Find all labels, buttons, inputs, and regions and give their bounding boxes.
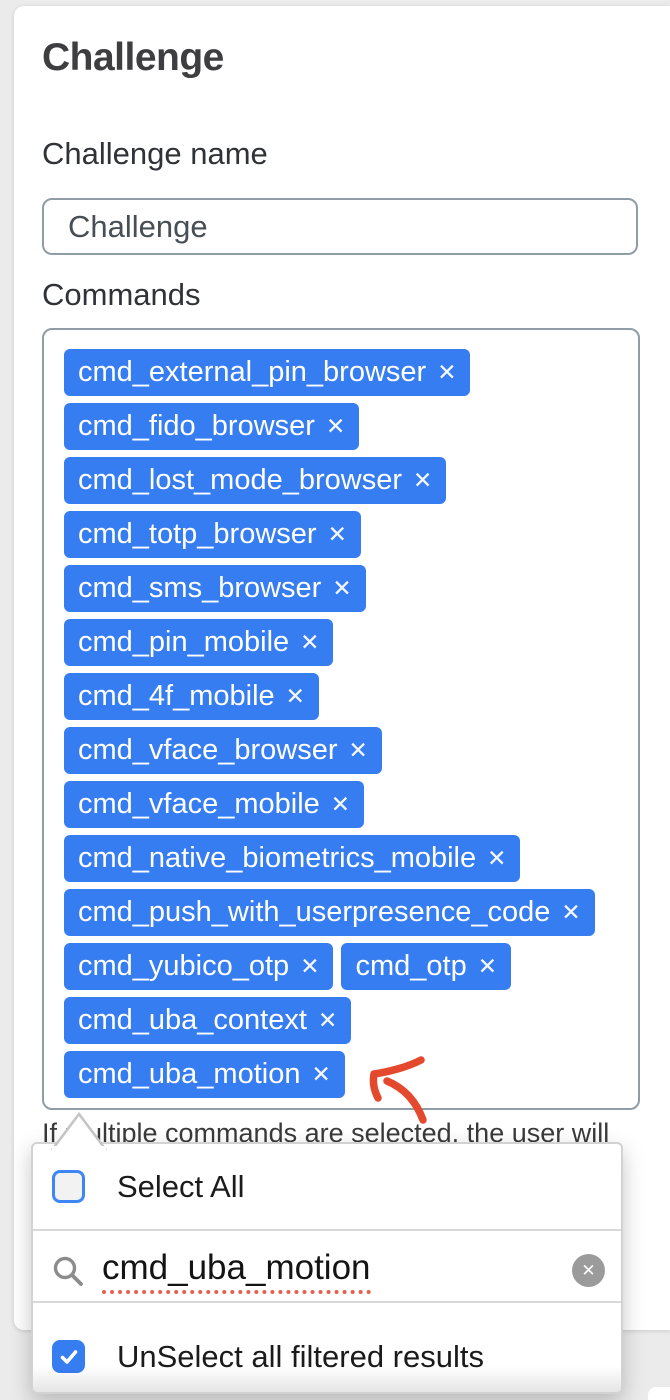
command-chip[interactable]: cmd_pin_mobile ✕ xyxy=(64,619,334,666)
command-chip-label: cmd_sms_browser xyxy=(78,572,322,604)
chip-row: cmd_pin_mobile ✕ xyxy=(64,619,620,666)
unselect-all-filtered-label: UnSelect all filtered results xyxy=(117,1338,484,1374)
command-chip[interactable]: cmd_sms_browser ✕ xyxy=(64,565,366,612)
checkmark-icon xyxy=(60,1349,77,1364)
command-chip[interactable]: cmd_totp_browser ✕ xyxy=(64,511,361,558)
remove-chip-icon[interactable]: ✕ xyxy=(327,521,347,547)
command-chip-label: cmd_uba_motion xyxy=(78,1058,301,1090)
command-chip-label: cmd_pin_mobile xyxy=(78,626,290,658)
challenge-form-card: Challenge Challenge name Commands cmd_ex… xyxy=(14,6,670,1330)
command-chip-label: cmd_vface_browser xyxy=(78,734,338,766)
chip-row: cmd_vface_browser ✕ xyxy=(64,727,620,774)
command-chip-label: cmd_lost_mode_browser xyxy=(78,464,402,496)
chip-row: cmd_uba_motion ✕ xyxy=(64,1051,620,1098)
page-title: Challenge xyxy=(42,36,224,79)
select-all-checkbox[interactable] xyxy=(52,1170,85,1203)
command-chip[interactable]: cmd_lost_mode_browser ✕ xyxy=(64,457,447,504)
unselect-checkbox[interactable] xyxy=(52,1340,85,1373)
challenge-name-label: Challenge name xyxy=(42,136,268,171)
remove-chip-icon[interactable]: ✕ xyxy=(412,467,433,493)
chip-row: cmd_yubico_otp ✕ cmd_otp ✕ xyxy=(64,943,620,990)
command-chip[interactable]: cmd_otp ✕ xyxy=(341,943,511,990)
remove-chip-icon[interactable]: ✕ xyxy=(285,683,305,709)
background-card-fragment xyxy=(648,1387,670,1400)
chip-row: cmd_uba_context ✕ xyxy=(64,997,620,1044)
command-chip-label: cmd_push_with_userpresence_code xyxy=(78,896,551,928)
command-chip-label: cmd_native_biometrics_mobile xyxy=(78,842,477,874)
divider xyxy=(33,1301,621,1303)
search-row[interactable]: cmd_uba_motion ✕ xyxy=(33,1231,621,1301)
command-chip-label: cmd_uba_context xyxy=(78,1004,307,1036)
commands-label: Commands xyxy=(42,277,201,312)
command-chip-label: cmd_otp xyxy=(355,950,467,982)
clear-icon: ✕ xyxy=(581,1260,596,1280)
chip-row: cmd_totp_browser ✕ xyxy=(64,511,620,558)
remove-chip-icon[interactable]: ✕ xyxy=(332,575,352,601)
command-chip[interactable]: cmd_vface_browser ✕ xyxy=(64,727,382,774)
remove-chip-icon[interactable]: ✕ xyxy=(330,791,351,817)
command-chip[interactable]: cmd_uba_context ✕ xyxy=(64,997,352,1044)
remove-chip-icon[interactable]: ✕ xyxy=(317,1007,338,1033)
chip-row: cmd_fido_browser ✕ xyxy=(64,403,620,450)
commands-multiselect[interactable]: cmd_external_pin_browser✕cmd_fido_browse… xyxy=(42,328,640,1110)
command-chip-label: cmd_4f_mobile xyxy=(78,680,275,712)
command-chip[interactable]: cmd_external_pin_browser ✕ xyxy=(64,349,471,396)
remove-chip-icon[interactable]: ✕ xyxy=(325,413,346,439)
command-chip[interactable]: cmd_native_biometrics_mobile ✕ xyxy=(64,835,521,882)
chip-row: cmd_4f_mobile ✕ xyxy=(64,673,620,720)
command-chip-label: cmd_external_pin_browser xyxy=(78,356,427,388)
remove-chip-icon[interactable]: ✕ xyxy=(561,899,581,925)
command-chip[interactable]: cmd_uba_motion ✕ xyxy=(64,1051,345,1098)
command-chip-label: cmd_vface_mobile xyxy=(78,788,320,820)
command-chip[interactable]: cmd_push_with_userpresence_code ✕ xyxy=(64,889,595,936)
remove-chip-icon[interactable]: ✕ xyxy=(487,845,507,871)
divider xyxy=(33,1229,621,1231)
command-chip[interactable]: cmd_vface_mobile ✕ xyxy=(64,781,365,828)
remove-chip-icon[interactable]: ✕ xyxy=(348,737,368,763)
command-chip-label: cmd_fido_browser xyxy=(78,410,315,442)
chip-row: cmd_vface_mobile ✕ xyxy=(64,781,620,828)
chip-row: cmd_native_biometrics_mobile ✕ xyxy=(64,835,620,882)
multiselect-dropdown: Select All cmd_uba_motion ✕ UnSelect all… xyxy=(31,1142,623,1394)
command-chip-label: cmd_yubico_otp xyxy=(78,950,290,982)
select-all-row[interactable]: Select All xyxy=(33,1144,621,1229)
command-chip[interactable]: cmd_4f_mobile ✕ xyxy=(64,673,319,720)
unselect-all-filtered-row[interactable]: UnSelect all filtered results xyxy=(33,1303,621,1394)
dropdown-caret-icon xyxy=(51,1111,107,1150)
clear-search-button[interactable]: ✕ xyxy=(572,1254,605,1287)
chip-row: cmd_lost_mode_browser ✕ xyxy=(64,457,620,504)
remove-chip-icon[interactable]: ✕ xyxy=(311,1061,331,1087)
select-all-label: Select All xyxy=(117,1168,245,1204)
remove-chip-icon[interactable]: ✕ xyxy=(477,953,497,979)
command-chip[interactable]: cmd_fido_browser ✕ xyxy=(64,403,360,450)
command-chip-label: cmd_totp_browser xyxy=(78,518,317,550)
remove-chip-icon[interactable]: ✕ xyxy=(300,629,320,655)
challenge-name-input[interactable] xyxy=(42,198,638,255)
chip-row: cmd_push_with_userpresence_code ✕ xyxy=(64,889,620,936)
chip-row: cmd_external_pin_browser ✕ xyxy=(64,349,620,396)
chip-row: cmd_sms_browser ✕ xyxy=(64,565,620,612)
search-input[interactable]: cmd_uba_motion xyxy=(102,1248,371,1294)
command-chip[interactable]: cmd_yubico_otp ✕ xyxy=(64,943,334,990)
remove-chip-icon[interactable]: ✕ xyxy=(437,359,457,385)
remove-chip-icon[interactable]: ✕ xyxy=(300,953,320,979)
search-icon xyxy=(53,1256,83,1286)
